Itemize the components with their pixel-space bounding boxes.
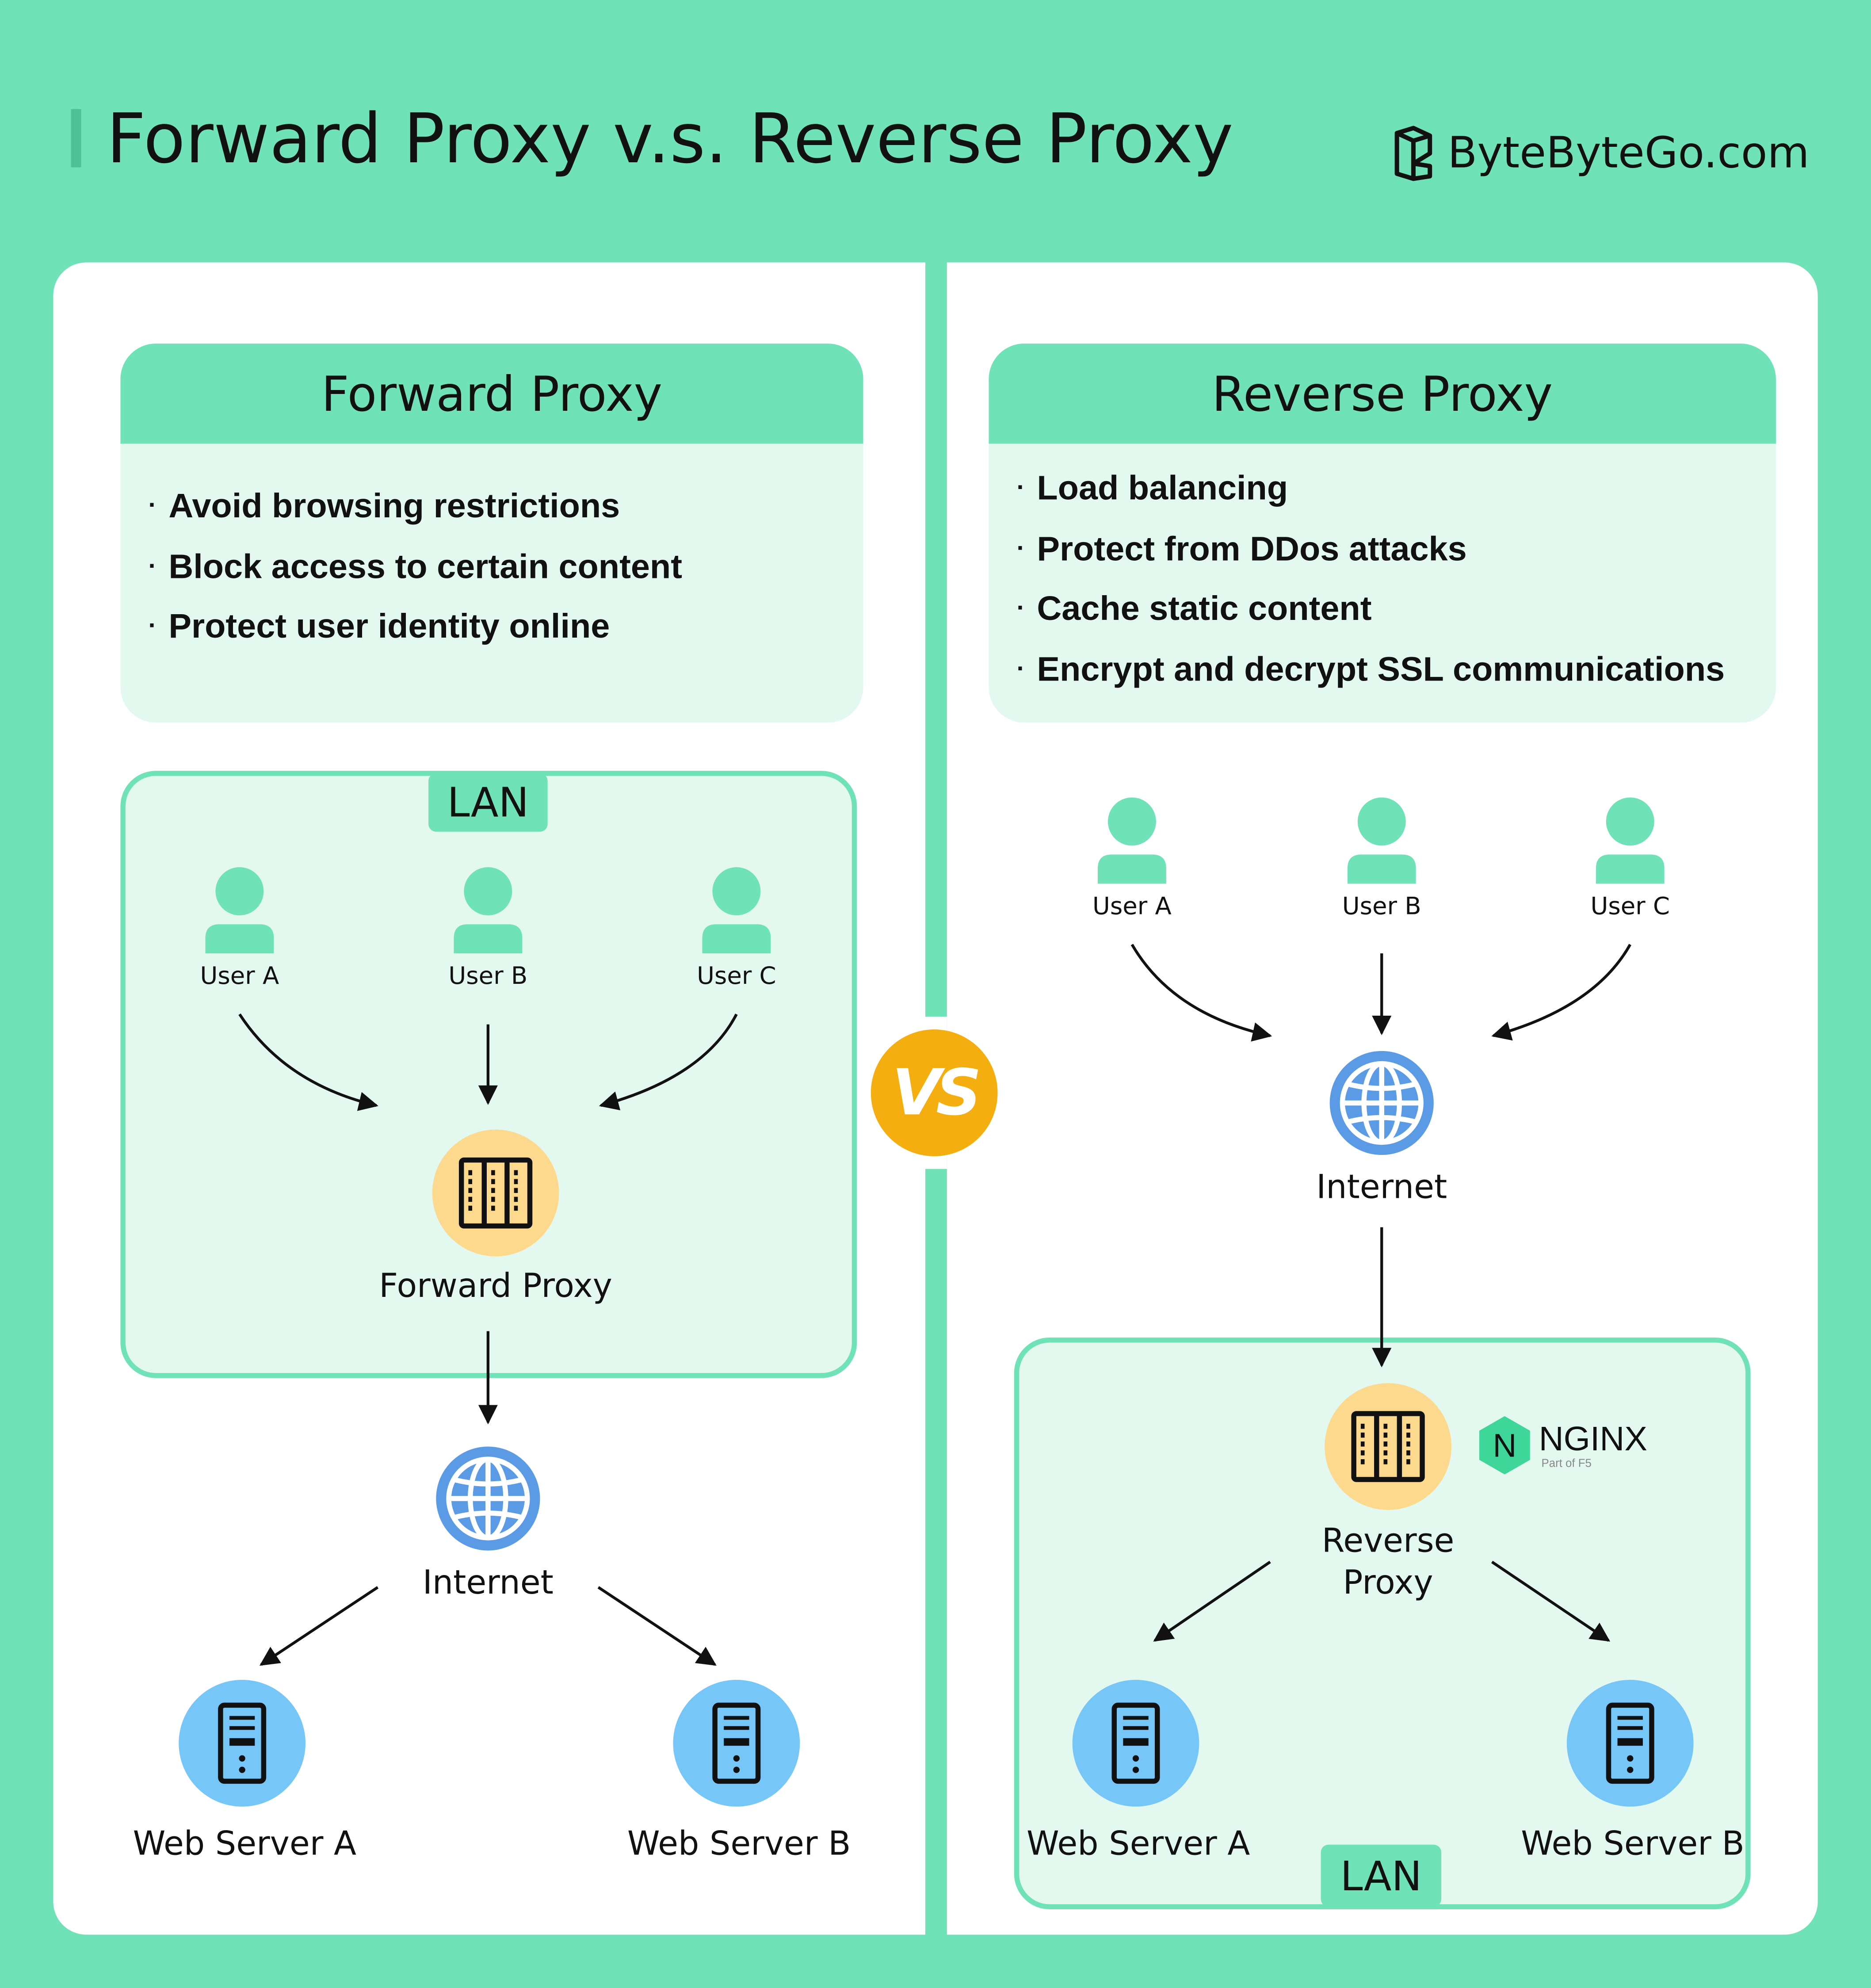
reverse-lan-label: LAN [1321, 1844, 1442, 1907]
internet-globe-icon [1330, 1051, 1434, 1155]
user-label: User C [1590, 892, 1670, 921]
web-server-icon [673, 1680, 800, 1807]
forward-lan-label: LAN [428, 773, 548, 832]
arrow-reverse-proxy-to-web-server-b [1491, 1560, 1611, 1642]
forward-bullet: ·Block access to certain content [148, 547, 683, 585]
brand[interactable]: ByteByteGo.com [1392, 122, 1810, 185]
user-icon [454, 867, 523, 954]
web-server-label: Web Server B [627, 1825, 851, 1864]
web-server-icon [1073, 1680, 1199, 1807]
nginx-subtitle: Part of F5 [1541, 1457, 1592, 1470]
user-label: User B [1342, 892, 1421, 921]
forward-proxy-label: Forward Proxy [379, 1268, 612, 1306]
forward-bullet: ·Protect user identity online [148, 607, 610, 646]
reverse-proxy-card: Reverse Proxy ·Load balancing ·Protect f… [989, 344, 1776, 723]
internet-label: Internet [422, 1564, 554, 1603]
user-label: User A [1092, 892, 1172, 921]
nginx-logo: N NGINX Part of F5 [1478, 1415, 1647, 1476]
user-label: User B [448, 962, 528, 990]
title-accent-bar [71, 109, 81, 168]
forward-proxy-icon [432, 1130, 559, 1257]
brand-name: ByteByteGo.com [1447, 128, 1810, 179]
reverse-proxy-card-title: Reverse Proxy [989, 344, 1776, 444]
user-icon [702, 867, 771, 954]
web-server-label: Web Server B [1521, 1825, 1745, 1864]
forward-proxy-card-title: Forward Proxy [120, 344, 863, 444]
web-server-icon [1567, 1680, 1694, 1807]
web-server-label: Web Server A [133, 1825, 357, 1864]
reverse-bullet: ·Load balancing [1016, 469, 1288, 507]
user-icon [1596, 797, 1665, 884]
reverse-proxy-icon [1325, 1383, 1451, 1510]
arrow-internet-to-web-server-a [259, 1586, 379, 1666]
web-server-icon [179, 1680, 305, 1807]
user-icon [1097, 797, 1166, 884]
user-icon [1347, 797, 1416, 884]
reverse-proxy-label: Reverse Proxy [1321, 1522, 1455, 1603]
arrow-user-c-to-internet [1491, 944, 1631, 1041]
svg-text:N: N [1493, 1427, 1516, 1464]
nginx-hexagon-icon: N [1479, 1416, 1530, 1475]
reverse-bullet: ·Protect from DDos attacks [1016, 529, 1467, 568]
internet-globe-icon [436, 1446, 540, 1550]
arrow-user-c-to-forward-proxy [599, 1013, 738, 1111]
web-server-label: Web Server A [1027, 1825, 1250, 1864]
forward-proxy-card: Forward Proxy ·Avoid browsing restrictio… [120, 344, 863, 723]
page-title: Forward Proxy v.s. Reverse Proxy [106, 99, 1233, 179]
user-label: User A [200, 962, 279, 990]
arrow-internet-to-web-server-b [597, 1586, 717, 1666]
arrow-user-a-to-forward-proxy [238, 1013, 378, 1111]
bytebytego-logo-icon [1394, 126, 1432, 181]
forward-bullet: ·Avoid browsing restrictions [148, 487, 620, 525]
user-icon [205, 867, 274, 954]
internet-label: Internet [1316, 1169, 1447, 1207]
reverse-bullet: ·Cache static content [1016, 589, 1372, 628]
reverse-bullet: ·Encrypt and decrypt SSL communications [1016, 650, 1725, 688]
arrow-user-a-to-internet [1130, 944, 1272, 1042]
nginx-name: NGINX [1539, 1420, 1647, 1458]
user-label: User C [697, 962, 776, 990]
vs-badge: VS [871, 1029, 998, 1156]
arrow-reverse-proxy-to-web-server-a [1153, 1560, 1271, 1642]
